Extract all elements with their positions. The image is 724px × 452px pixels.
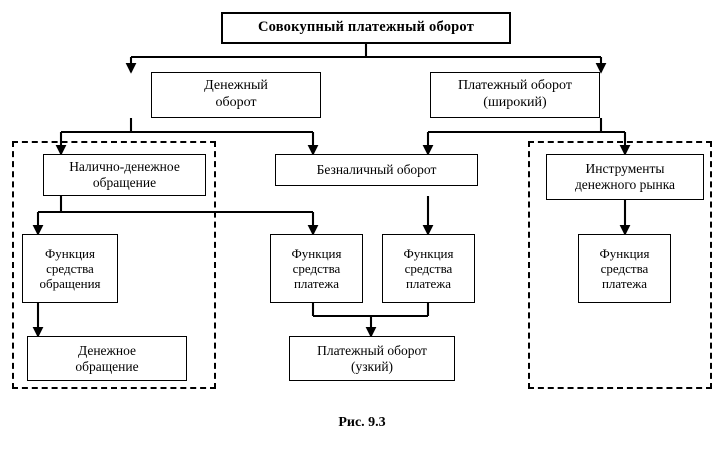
money-circulation-line-1: Денежное <box>77 342 137 358</box>
function-medium-of-circulation-box[interactable]: Функция средства обращения <box>22 234 118 303</box>
payment-turnover-broad-line-2: (широкий) <box>483 95 547 110</box>
fn-circulation-line-1: Функция <box>45 245 95 261</box>
fn-circulation-line-3: обращения <box>39 276 101 292</box>
money-turnover-box[interactable]: Денежный оборот <box>151 72 321 118</box>
money-market-instruments-line-2: денежного рынка <box>574 177 676 192</box>
fn-payment-cash-line-2: средства <box>292 260 341 276</box>
payment-turnover-narrow-box[interactable]: Платежный оборот (узкий) <box>289 336 455 381</box>
fn-payment-cash-line-3: платежа <box>293 276 340 292</box>
money-turnover-line-2: оборот <box>215 95 257 110</box>
fn-circulation-line-2: средства <box>46 260 94 276</box>
total-payment-turnover-box[interactable]: Совокупный платежный оборот <box>221 12 511 44</box>
money-turnover-line-1: Денежный <box>204 78 268 94</box>
figure-caption: Рис. 9.3 <box>338 415 386 430</box>
fn-payment-market-line-1: Функция <box>599 245 650 261</box>
payment-turnover-broad-line-1: Платежный оборот <box>458 78 572 94</box>
function-medium-of-payment-cash-box[interactable]: Функция средства платежа <box>270 234 363 303</box>
money-circulation-box[interactable]: Денежное обращение <box>27 336 187 381</box>
cash-circulation-line-1: Налично-денежное <box>69 159 180 175</box>
noncash-turnover-box[interactable]: Безналичный оборот <box>275 154 478 186</box>
money-market-instruments-box[interactable]: Инструменты денежного рынка <box>546 154 704 200</box>
dashed-group-cash <box>12 141 216 389</box>
fn-payment-noncash-line-3: платежа <box>405 276 452 292</box>
fn-payment-cash-line-1: Функция <box>291 245 342 261</box>
fn-payment-noncash-line-1: Функция <box>403 245 454 261</box>
fn-payment-noncash-line-2: средства <box>404 260 453 276</box>
money-market-instruments-line-1: Инструменты <box>585 161 665 177</box>
total-payment-turnover-line-1: Совокупный платежный оборот <box>257 19 475 36</box>
dashed-group-money-market <box>528 141 712 389</box>
function-medium-of-payment-market-box[interactable]: Функция средства платежа <box>578 234 671 303</box>
payment-turnover-narrow-line-2: (узкий) <box>350 358 394 374</box>
cash-circulation-box[interactable]: Налично-денежное обращение <box>43 154 206 196</box>
fn-payment-market-line-3: платежа <box>601 276 648 292</box>
payment-turnover-narrow-line-1: Платежный оборот <box>317 342 427 358</box>
fn-payment-market-line-2: средства <box>600 260 649 276</box>
money-circulation-line-2: обращение <box>75 358 139 374</box>
payment-turnover-broad-box[interactable]: Платежный оборот (широкий) <box>430 72 600 118</box>
cash-circulation-line-2: обращение <box>92 175 157 190</box>
noncash-turnover-line-1: Безналичный оборот <box>316 162 437 178</box>
function-medium-of-payment-noncash-box[interactable]: Функция средства платежа <box>382 234 475 303</box>
